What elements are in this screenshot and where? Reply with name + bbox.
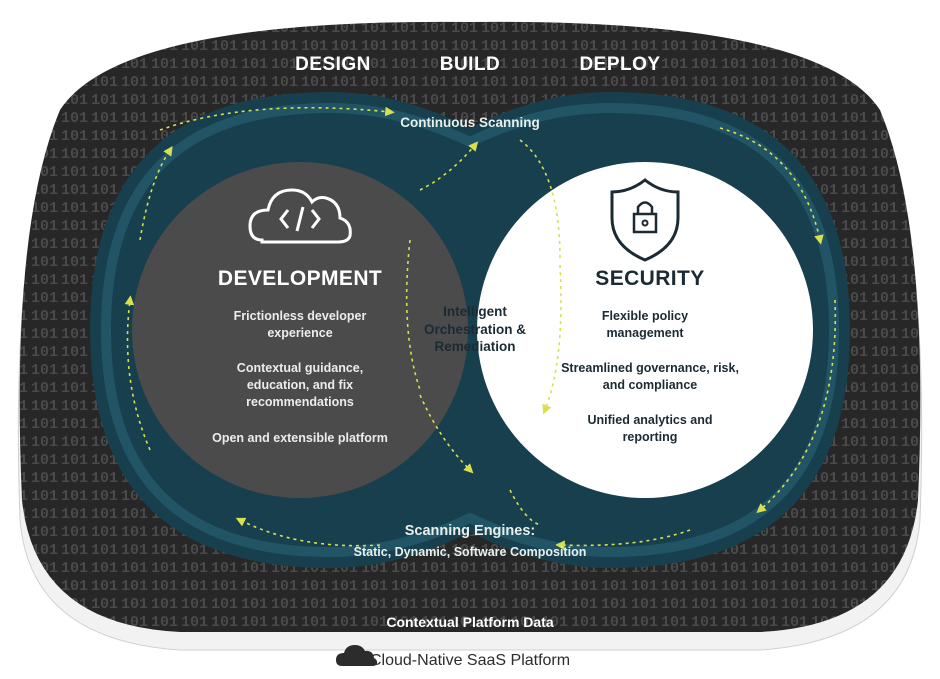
security-title: SECURITY <box>595 267 705 290</box>
scanning-engines-subtitle: Static, Dynamic, Software Composition <box>353 545 587 559</box>
phase-design: DESIGN <box>295 54 371 75</box>
continuous-scanning-label: Continuous Scanning <box>400 115 540 130</box>
security-item-2: Streamlined governance, risk, and compli… <box>561 361 739 392</box>
phase-build: BUILD <box>439 54 501 75</box>
flow-arrows <box>124 106 837 550</box>
security-item-1: Flexible policy management <box>601 309 689 340</box>
platform-label: Cloud-Native SaaS Platform <box>370 652 571 669</box>
security-item-3: Unified analytics and reporting <box>587 413 713 444</box>
development-title: DEVELOPMENT <box>217 267 383 290</box>
cloud-icon <box>336 645 378 666</box>
cloud-code-icon <box>248 188 352 244</box>
scanning-engines-title: Scanning Engines: <box>404 523 536 539</box>
contextual-platform-data-label: Contextual Platform Data <box>386 614 554 630</box>
security-circle <box>477 162 813 498</box>
orchestration-label: Intelligent Orchestration & Remediation <box>423 304 527 355</box>
development-item-2: Contextual guidance, education, and fix … <box>236 361 364 409</box>
shield-lock-icon <box>610 178 680 262</box>
development-item-1: Frictionless developer experience <box>233 309 367 340</box>
development-circle <box>132 162 468 498</box>
development-item-3: Open and extensible platform <box>212 431 388 445</box>
phase-deploy: DEPLOY <box>579 54 661 75</box>
